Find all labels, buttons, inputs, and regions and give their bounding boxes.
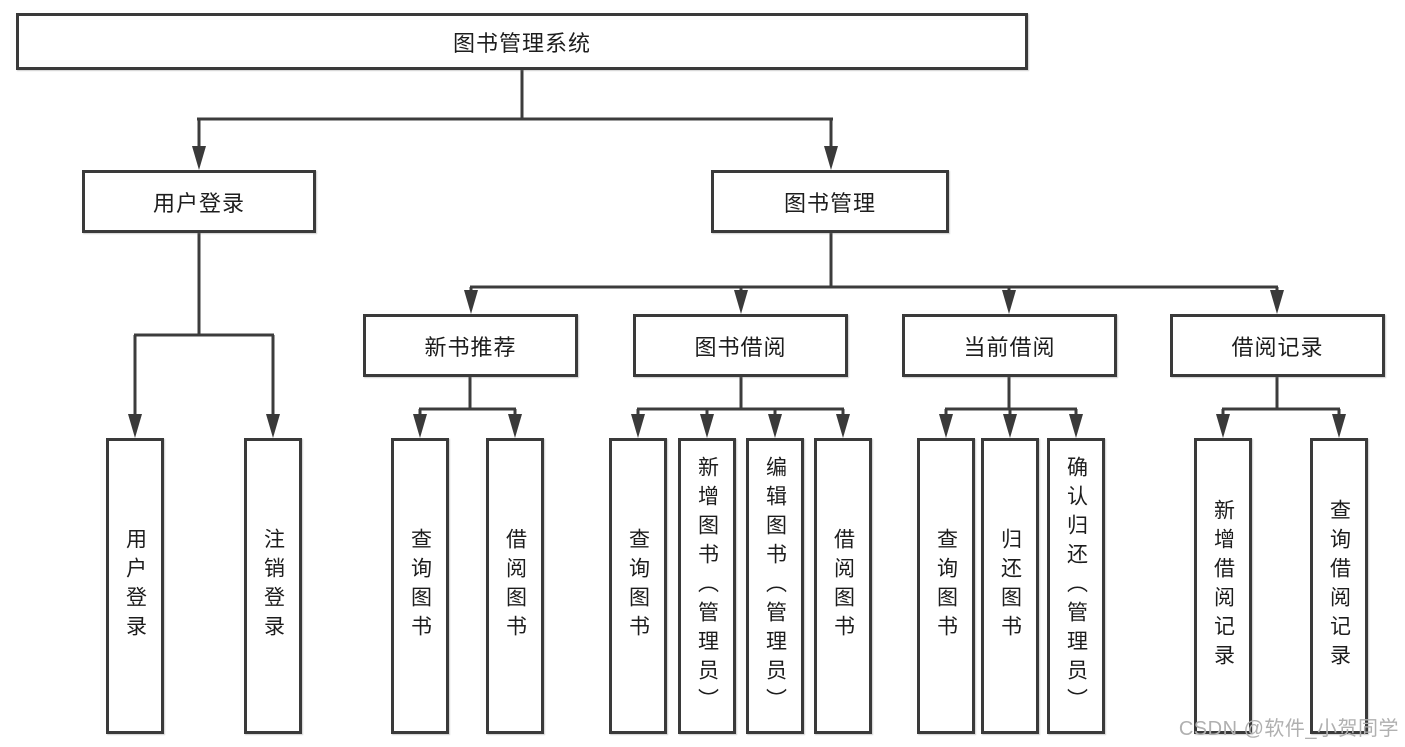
leaf-borrow-books-recommend: 借阅图书 [486, 438, 544, 734]
leaf-confirm-return-admin: 确认归还（管理员） [1047, 438, 1105, 734]
leaf-borrow-books-borrowing: 借阅图书 [814, 438, 872, 734]
leaf-return-book: 归还图书 [981, 438, 1039, 734]
leaf-user-login: 用户登录 [106, 438, 164, 734]
leaf-query-books-current: 查询图书 [917, 438, 975, 734]
node-book-borrowing: 图书借阅 [633, 314, 848, 377]
csdn-watermark: CSDN @软件_小贺同学 [1178, 718, 1399, 740]
leaf-add-book-admin: 新增图书（管理员） [678, 438, 736, 734]
leaf-query-books-borrowing: 查询图书 [609, 438, 667, 734]
node-root-system: 图书管理系统 [16, 13, 1028, 70]
leaf-query-borrow-record: 查询借阅记录 [1310, 438, 1368, 734]
node-borrowing-records: 借阅记录 [1170, 314, 1385, 377]
leaf-add-borrow-record: 新增借阅记录 [1194, 438, 1252, 734]
node-user-login-module: 用户登录 [82, 170, 316, 233]
node-current-borrowing: 当前借阅 [902, 314, 1117, 377]
node-book-management-module: 图书管理 [711, 170, 949, 233]
leaf-query-books-recommend: 查询图书 [391, 438, 449, 734]
node-new-book-recommend: 新书推荐 [363, 314, 578, 377]
leaf-logout: 注销登录 [244, 438, 302, 734]
leaf-edit-book-admin: 编辑图书（管理员） [746, 438, 804, 734]
